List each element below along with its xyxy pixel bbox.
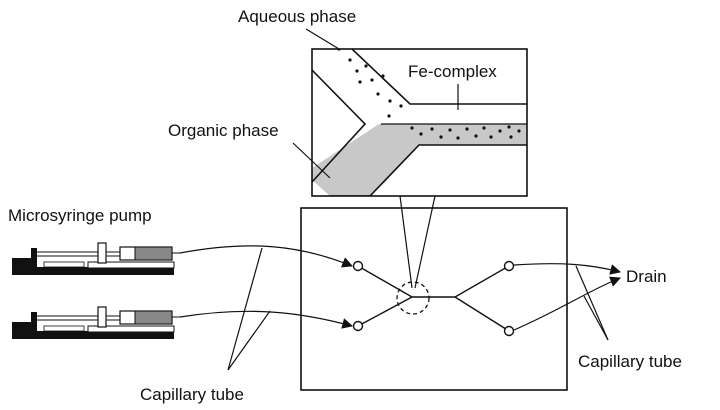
fe-complex-label: Fe-complex	[408, 62, 497, 81]
aqueous-phase-label: Aqueous phase	[238, 7, 356, 26]
capillary-tube-outlet-bottom	[513, 276, 622, 331]
microsyringe-pump-label: Microsyringe pump	[8, 206, 152, 225]
capillary-tube-inlet-top	[179, 245, 354, 268]
junction-highlight	[396, 281, 430, 315]
capillary-tube-outlet-top	[513, 263, 622, 275]
junction-inset	[311, 48, 528, 197]
drain-label: Drain	[626, 267, 667, 286]
inlet-port-top	[352, 260, 364, 272]
syringe-pump-top	[12, 242, 180, 275]
organic-phase-label: Organic phase	[168, 121, 279, 140]
organic-phase-stream	[312, 124, 527, 196]
inlet-port-bottom	[352, 320, 364, 332]
syringe-pump-bottom	[12, 306, 180, 339]
outlet-port-bottom	[503, 325, 515, 337]
inset-frame	[311, 48, 528, 197]
capillary-tube-label-left: Capillary tube	[140, 385, 244, 404]
microchip	[300, 207, 568, 391]
capillary-tube-label-right: Capillary tube	[578, 352, 682, 371]
capillary-tube-inlet-bottom	[179, 310, 354, 329]
outlet-port-top	[503, 260, 515, 272]
